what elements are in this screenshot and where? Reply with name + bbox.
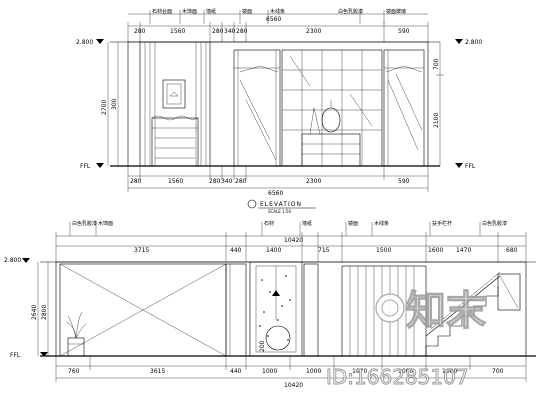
potted-plant xyxy=(65,311,87,357)
level-marker-bottom-top xyxy=(22,258,30,263)
top-bdim-3: 280 xyxy=(209,178,221,185)
top-dim-2: 1560 xyxy=(170,28,185,35)
mirror-door-right xyxy=(383,49,425,167)
watermark-logo-icon xyxy=(375,293,405,323)
level-marker-floor-right xyxy=(455,163,463,168)
bottom-label-4: 墙纸 xyxy=(302,220,312,227)
top-elevation: 280 1560 280 340 280 2300 590 6560 石材台面 … xyxy=(76,8,482,214)
bottom-left-height-2: 2800 xyxy=(41,305,48,320)
stone-panel xyxy=(249,261,303,357)
elevation-scale: SCALE 1:50 xyxy=(268,209,292,214)
bottom-bdim-7: 1000 xyxy=(398,368,413,375)
top-label-4: 镜面 xyxy=(242,8,252,15)
wood-slat-panel xyxy=(341,265,427,357)
top-label-3: 墙纸 xyxy=(206,8,216,15)
bottom-dim-3: 1400 xyxy=(266,247,281,254)
top-bdim-6: 2300 xyxy=(306,178,321,185)
side-table xyxy=(301,133,361,167)
bottom-label-7: 扶手栏杆 xyxy=(432,220,452,227)
level-marker-floor-left xyxy=(96,163,104,168)
staircase xyxy=(425,271,501,356)
top-label-2: 木饰面 xyxy=(182,8,197,15)
elevation-title: ELEVATION xyxy=(260,201,302,208)
bottom-dim-8: 680 xyxy=(506,247,518,254)
top-bdim-1: 280 xyxy=(130,178,142,185)
bottom-bdim-total: 10420 xyxy=(284,382,303,389)
top-dim-5: 280 xyxy=(236,28,248,35)
top-bdim-total: 6560 xyxy=(268,190,283,197)
watermark-logo-text: 知末 xyxy=(406,288,486,334)
top-dim-3: 280 xyxy=(212,28,224,35)
bottom-bdim-2: 3615 xyxy=(150,368,165,375)
bottom-dim-total: 10420 xyxy=(284,237,303,244)
wall-mirror xyxy=(162,79,186,109)
column-mid xyxy=(303,263,319,357)
bottom-bdim-4: 1000 xyxy=(262,368,277,375)
bottom-label-8: 白色乳胶漆 xyxy=(482,220,507,227)
mirror-panel-left xyxy=(233,49,281,167)
title-circle xyxy=(247,199,257,209)
bottom-bdim-8: 1000 xyxy=(442,368,457,375)
top-label-7: 镜面玻璃 xyxy=(386,8,406,15)
bottom-leader-labels: 白色乳胶漆 木饰面 石材 墙纸 镜面 木线条 扶手栏杆 白色乳胶漆 xyxy=(69,220,507,236)
bottom-bdim-9: 700 xyxy=(492,368,504,375)
bottom-dim-5: 1500 xyxy=(376,247,391,254)
stone-texture xyxy=(259,275,291,341)
round-mirror xyxy=(265,325,291,351)
stair-window xyxy=(497,273,521,311)
column-left xyxy=(225,263,247,357)
table-lamp xyxy=(321,107,341,133)
top-bdim-7: 590 xyxy=(398,178,410,185)
top-dim-7: 590 xyxy=(398,28,410,35)
top-label-5: 木线条 xyxy=(270,8,285,15)
top-left-height-2: 300 xyxy=(111,98,118,110)
top-leader-labels: 石材台面 木饰面 墙纸 镜面 木线条 白色乳胶漆 镜面玻璃 xyxy=(149,8,406,24)
bottom-dim-4: 715 xyxy=(318,247,330,254)
level-marker-top-right xyxy=(455,39,463,44)
bottom-dim-6: 1600 xyxy=(428,247,443,254)
level-marker-bottom-floor xyxy=(40,352,48,357)
console-cabinet xyxy=(151,117,199,167)
bottom-label-6: 木线条 xyxy=(374,220,389,227)
bottom-bdim-1: 760 xyxy=(68,368,80,375)
bottom-label-1: 白色乳胶漆 xyxy=(72,220,97,227)
wallpaper-pattern xyxy=(144,42,207,166)
top-right-height-1: 700 xyxy=(433,58,440,70)
top-right-height-2: 2100 xyxy=(433,113,440,128)
level-bottom-top: 2.800 xyxy=(4,257,21,264)
bottom-left-height-1: 2640 xyxy=(31,305,38,320)
level-top-left: 2.800 xyxy=(76,39,93,46)
watermark-id-text: ID:166285107 xyxy=(326,365,469,389)
bottom-dim-7: 1470 xyxy=(456,247,471,254)
top-left-height-1: 2700 xyxy=(101,100,108,115)
bottom-label-3: 石材 xyxy=(264,220,274,227)
bottom-bdim-3: 440 xyxy=(230,368,242,375)
top-dim-6: 2300 xyxy=(306,28,321,35)
level-marker-top-left xyxy=(96,39,104,44)
top-bdim-4: 340 xyxy=(221,178,233,185)
top-dim-total: 6560 xyxy=(266,16,281,23)
top-label-1: 石材台面 xyxy=(152,8,172,15)
top-dim-1: 280 xyxy=(134,28,146,35)
top-bdim-2: 1560 xyxy=(168,178,183,185)
bottom-bdim-5: 1000 xyxy=(306,368,321,375)
bottom-elevation: 200 xyxy=(4,220,536,389)
bottom-label-5: 镜面 xyxy=(348,220,358,227)
watermark: 知末 ID:166285107 xyxy=(326,287,487,389)
level-floor-left: FFL xyxy=(80,163,91,170)
bottom-label-2: 木饰面 xyxy=(98,220,113,227)
bottom-bdim-6: 1070 xyxy=(352,368,367,375)
level-top-right: 2.800 xyxy=(465,39,482,46)
bottom-dim-2: 440 xyxy=(230,247,242,254)
level-floor-right: FFL xyxy=(465,163,476,170)
top-bdim-5: 280 xyxy=(235,178,247,185)
top-dim-4: 340 xyxy=(224,28,236,35)
top-label-6: 白色乳胶漆 xyxy=(338,8,363,15)
bottom-dim-1: 3715 xyxy=(134,247,149,254)
level-bottom-floor: FFL xyxy=(10,352,21,359)
center-label: 200 xyxy=(259,340,266,352)
